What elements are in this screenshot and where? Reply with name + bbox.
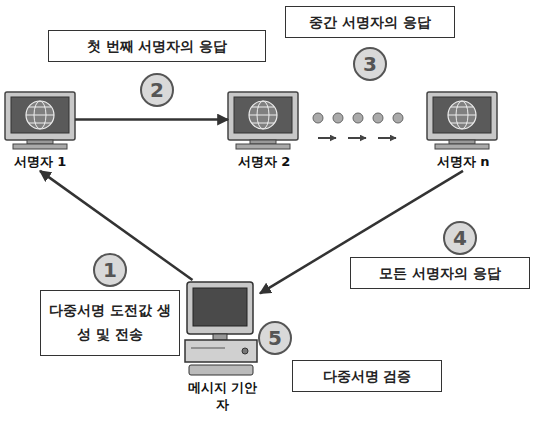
- node-text: 다중서명 검증: [303, 367, 431, 385]
- monitor: [187, 282, 253, 334]
- small-arrow: [378, 137, 396, 139]
- node-text: 서명자 2: [228, 154, 300, 171]
- connector-arrow: [75, 118, 228, 121]
- process-box: 다중서명 검증: [292, 360, 442, 392]
- screen: [193, 288, 247, 326]
- step-number-circle: 1: [93, 253, 127, 287]
- node-text: 다중서명 도전값 생성 및 전송: [49, 299, 171, 347]
- node-text: 서명자 1: [5, 154, 75, 171]
- node-text: 메시지 기안자: [185, 380, 260, 414]
- ellipsis-dot: [333, 113, 343, 123]
- node-text: 1: [103, 260, 117, 280]
- node-text: 서명자 n: [427, 154, 499, 171]
- step-number-circle: 4: [443, 221, 477, 255]
- originator-computer: [185, 282, 257, 375]
- ellipsis-dot: [393, 113, 403, 123]
- computer-node: 서명자 2: [228, 92, 300, 171]
- computer-node: 서명자 n: [427, 92, 499, 171]
- power-button: [242, 348, 248, 354]
- step-number-circle: 3: [353, 47, 387, 81]
- ellipsis-dot: [313, 113, 323, 123]
- step-number-circle: 5: [258, 321, 292, 355]
- ellipsis-dot: [373, 113, 383, 123]
- node-text: 2: [150, 80, 164, 100]
- system-unit: [185, 340, 257, 362]
- node-text: 첫 번째 서명자의 응답: [59, 37, 255, 55]
- computer-icon: [228, 92, 298, 149]
- computer-icon: [427, 92, 497, 149]
- node-text: 5: [268, 328, 282, 348]
- node-text: 4: [453, 228, 467, 248]
- ellipsis-dot: [353, 113, 363, 123]
- computer-node: 서명자 1: [5, 92, 75, 171]
- process-box: 모든 서명자의 응답: [350, 257, 530, 289]
- process-box: 첫 번째 서명자의 응답: [48, 30, 266, 62]
- small-arrow: [318, 137, 336, 139]
- keyboard: [189, 365, 253, 375]
- computer-icon: [5, 92, 75, 149]
- drive-slot: [191, 348, 225, 349]
- small-arrow: [348, 137, 366, 139]
- monitor-stand: [213, 334, 227, 340]
- process-box: 다중서명 도전값 생성 및 전송: [40, 290, 180, 356]
- node-text: 3: [363, 54, 377, 74]
- computer-node: 메시지 기안자: [185, 280, 260, 414]
- connector-arrow: [40, 171, 193, 280]
- step-number-circle: 2: [140, 73, 174, 107]
- node-text: 모든 서명자의 응답: [361, 264, 519, 282]
- process-box: 중간 서명자의 응답: [285, 6, 455, 38]
- node-text: 중간 서명자의 응답: [296, 13, 444, 31]
